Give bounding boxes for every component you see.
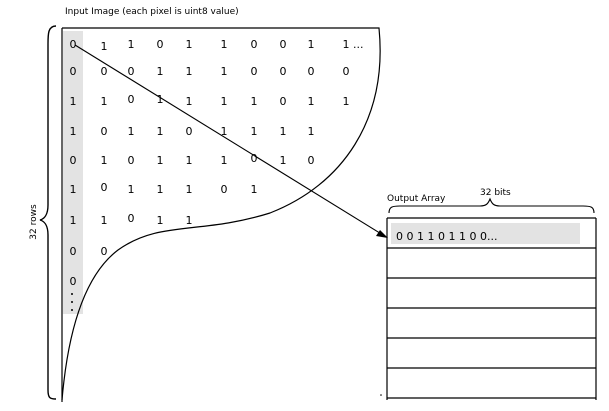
pixel-value: 1	[221, 154, 228, 167]
pixel-value: 0	[251, 65, 258, 78]
pixel-matrix: 0 1 1 0 1 1 0 0 1 1 0 0 0 1 1 1 0 0 0 0 1 1 0 1 1 1 1 0 1 1 1 0 1 1 0 1 1 1 1 0…	[70, 38, 350, 288]
pixel-value: 1	[70, 214, 77, 227]
pixel-value: 1	[251, 125, 258, 138]
pixel-value: 1	[221, 95, 228, 108]
output-row-highlight	[391, 223, 580, 244]
pixel-value: 0	[128, 65, 135, 78]
pixel-value: 1	[251, 183, 258, 196]
arrowhead	[376, 230, 388, 238]
pixel-value: 0	[280, 38, 287, 51]
pixel-value: 1	[186, 214, 193, 227]
bits-brace	[388, 197, 595, 214]
pixel-value: 0	[251, 38, 258, 51]
stray-dot	[380, 394, 382, 396]
pixel-value: 0	[70, 154, 77, 167]
pixel-value: 1	[101, 95, 108, 108]
pixel-value: 0	[157, 38, 164, 51]
rows-brace	[39, 25, 57, 400]
pixel-value: 1	[186, 95, 193, 108]
pixel-value: 0	[101, 245, 108, 258]
pixel-value: 0	[221, 183, 228, 196]
pixel-value: 1	[70, 183, 77, 196]
pixel-value: 0	[70, 245, 77, 258]
output-array-title: Output Array	[387, 194, 446, 204]
pixel-value: 1	[308, 38, 315, 51]
vertical-dot	[71, 309, 73, 311]
pixel-value: 0	[128, 154, 135, 167]
pixel-value: 1	[186, 65, 193, 78]
pixel-value: 0	[251, 152, 258, 165]
pixel-value: 1	[128, 183, 135, 196]
rows-label: 32 rows	[29, 204, 39, 240]
mapping-arrow	[74, 44, 384, 236]
pixel-value: 0	[186, 125, 193, 138]
input-image-title: Input Image (each pixel is uint8 value)	[65, 7, 239, 17]
output-first-row-bits: 0 0 1 1 0 1 1 0 0...	[396, 230, 497, 243]
pixel-value: 0	[280, 95, 287, 108]
pixel-value: 0	[101, 181, 108, 194]
pixel-value: 1	[157, 214, 164, 227]
pixel-value: 1	[128, 38, 135, 51]
pixel-value: 1	[70, 95, 77, 108]
pixel-value: 0	[280, 65, 287, 78]
pixel-value: 1	[186, 183, 193, 196]
pixel-value: 0	[70, 275, 77, 288]
pixel-value: 1	[280, 154, 287, 167]
vertical-dot	[71, 293, 73, 295]
pixel-value: 1	[186, 154, 193, 167]
pixel-value: 1	[308, 125, 315, 138]
pixel-value: 1	[157, 154, 164, 167]
pixel-value: 1	[101, 40, 108, 53]
pixel-value: 1	[280, 125, 287, 138]
pixel-value: 0	[343, 65, 350, 78]
pixel-value: 1	[157, 93, 164, 106]
pixel-value: 0	[308, 154, 315, 167]
pixel-value: 1	[343, 95, 350, 108]
pixel-value: 1	[251, 95, 258, 108]
pixel-value: 1	[157, 125, 164, 138]
pixel-value: 1	[186, 38, 193, 51]
pixel-value: 0	[101, 125, 108, 138]
pixel-value: 1	[128, 125, 135, 138]
pixel-value: 0	[128, 212, 135, 225]
pixel-value: 0	[70, 38, 77, 51]
pixel-value: 1	[101, 214, 108, 227]
pixel-value: 1	[101, 154, 108, 167]
pixel-value: 1	[308, 95, 315, 108]
pixel-value: 0	[70, 65, 77, 78]
pixel-value: 1	[343, 38, 350, 51]
pixel-value: 0	[128, 93, 135, 106]
pixel-value: 1	[221, 65, 228, 78]
row-ellipsis: ...	[353, 38, 364, 51]
pixel-value: 1	[221, 38, 228, 51]
pixel-value: 1	[157, 65, 164, 78]
first-column-highlight	[63, 31, 83, 314]
pixel-value: 0	[101, 65, 108, 78]
pixel-value: 1	[221, 125, 228, 138]
pixel-value: 1	[70, 125, 77, 138]
pixel-value: 1	[157, 183, 164, 196]
bits-label: 32 bits	[480, 188, 511, 198]
pixel-value: 0	[308, 65, 315, 78]
input-image-outline	[61, 27, 381, 401]
vertical-dot	[71, 301, 73, 303]
